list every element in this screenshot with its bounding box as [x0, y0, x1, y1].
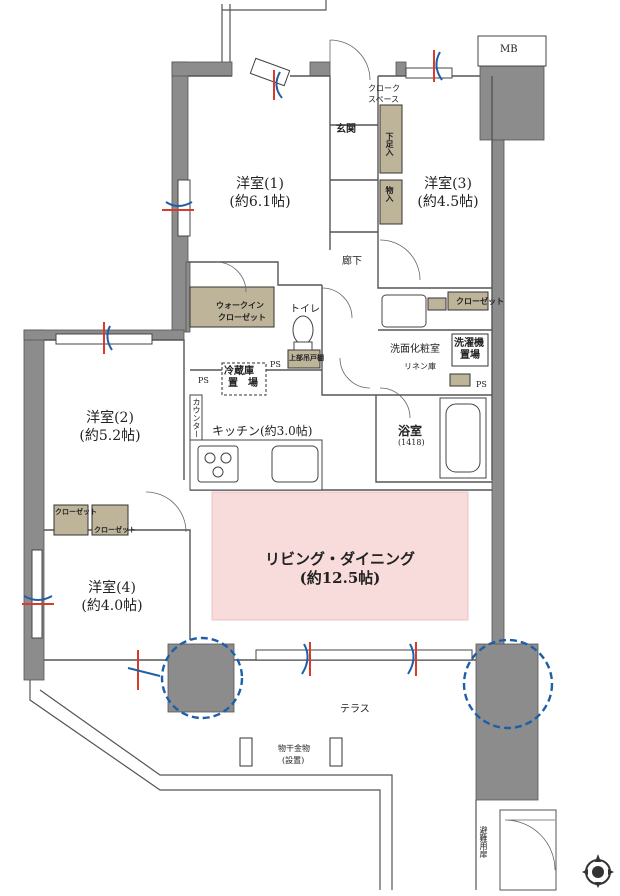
door-swings	[145, 39, 556, 871]
walkin-label-2: クローゼット	[218, 312, 266, 322]
closet-2b-label: クローゼット	[94, 525, 136, 534]
storage-areas	[53, 104, 489, 536]
closet-2a-label: クローゼット	[55, 507, 97, 516]
ps-label-3: PS	[476, 380, 487, 389]
living-name: リビング・ダイニング	[264, 550, 416, 568]
washer-space	[451, 333, 489, 367]
terrace-label: テラス	[340, 704, 370, 715]
living-area	[211, 491, 469, 621]
room-2: 洋室(2) (約5.2帖)	[79, 410, 140, 445]
ps-label-2: PS	[270, 360, 281, 369]
terrace-outline	[29, 680, 477, 890]
walkin-label-1: ウォークイン	[216, 300, 264, 310]
storage-label: 物入	[385, 186, 395, 202]
cloak-space-label-2: スペース	[368, 95, 400, 104]
room-1-area: (約6.1帖)	[229, 193, 291, 210]
counter-label: カウンター	[192, 398, 201, 438]
bathtub	[439, 397, 487, 479]
toilet-label: トイレ	[290, 304, 320, 315]
wash-basin	[381, 294, 427, 328]
hallway-label: 廊下	[342, 256, 362, 267]
dryer-marks	[239, 737, 343, 767]
fridge-label-2: 置 場	[228, 378, 258, 389]
kitchen-label: キッチン(約3.0帖)	[212, 424, 313, 438]
room-3: 洋室(3) (約4.5帖)	[417, 176, 478, 211]
room-4-area: (約4.0帖)	[81, 597, 143, 614]
bath-name: 浴室	[398, 424, 423, 438]
upper-shelf-label: 上部吊戸棚	[289, 353, 324, 362]
linen-label: リネン庫	[404, 362, 436, 371]
living-area-text: (約12.5帖)	[299, 568, 381, 587]
fridge-label-1: 冷蔵庫	[224, 366, 254, 377]
closet-3-label: クローゼット	[456, 296, 504, 306]
dryer-label-2: (設置)	[282, 756, 305, 765]
mb-box	[477, 35, 547, 67]
room-2-area: (約5.2帖)	[79, 427, 141, 444]
room-3-name: 洋室(3)	[424, 176, 472, 192]
fridge-space	[221, 362, 267, 396]
room-4-name: 洋室(4)	[88, 580, 136, 596]
living-dining: リビング・ダイニング (約12.5帖)	[265, 550, 415, 588]
window-ventilation-icon	[22, 50, 443, 690]
room-3-area: (約4.5帖)	[417, 193, 479, 210]
room-4: 洋室(4) (約4.0帖)	[81, 580, 142, 615]
entrance-label: 玄関	[336, 124, 356, 135]
evac-door-label: 避難用扉	[479, 826, 488, 858]
dashed-circle-marker	[160, 636, 554, 730]
outer-walls	[23, 61, 545, 801]
mb-label: MB	[500, 44, 518, 55]
room-1-name: 洋室(1)	[236, 176, 284, 192]
shoe-storage-label: 下足入	[385, 132, 395, 156]
bath-size: (1418)	[398, 438, 425, 447]
room-1: 洋室(1) (約6.1帖)	[229, 176, 290, 211]
evac-door-frame	[499, 809, 557, 891]
washroom-label: 洗面化粧室	[390, 344, 440, 355]
compass-icon	[582, 854, 614, 888]
top-balcony	[221, 0, 327, 62]
ps-label-1: PS	[198, 376, 209, 385]
washer-label-2: 置場	[460, 350, 480, 361]
kitchen-counter	[189, 394, 323, 491]
room-2-name: 洋室(2)	[86, 410, 134, 426]
cloak-space-label-1: クローク	[368, 84, 400, 93]
washer-label-1: 洗濯機	[454, 338, 484, 349]
dryer-label-1: 物干金物	[278, 744, 310, 753]
toilet-fixture	[292, 315, 314, 351]
